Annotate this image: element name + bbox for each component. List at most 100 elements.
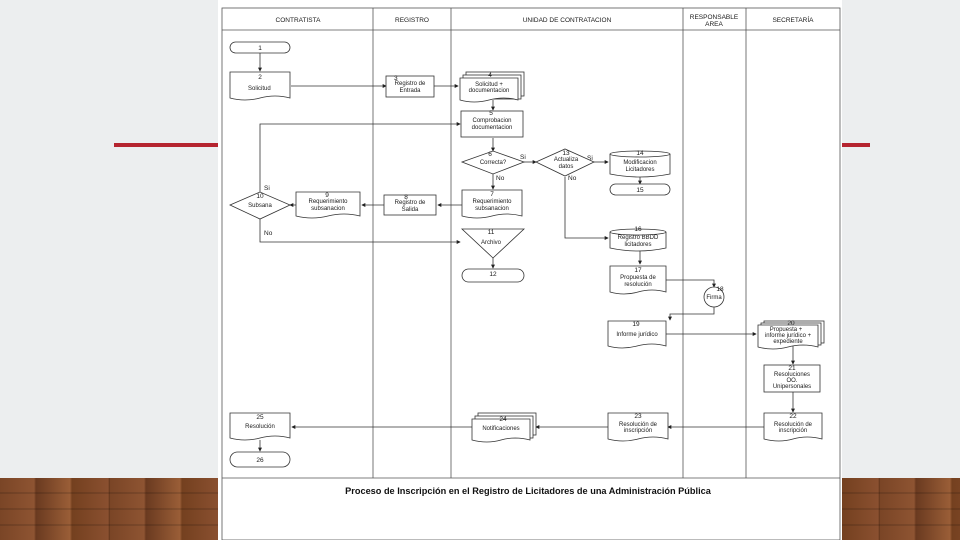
node-21-resoluciones-oo-unipersonales: 21 Resoluciones OO. Unipersonales <box>763 364 821 393</box>
edge-label-actualiza-si: Si <box>587 155 593 162</box>
svg-text:20: 20 <box>787 320 795 327</box>
edge-label-actualiza-no: No <box>568 175 577 182</box>
node-16-registro-bbdd: 16 Registro BBDD licitadores <box>609 226 667 252</box>
svg-text:documentacion: documentacion <box>472 125 513 131</box>
edge-label-subsana-si: Si <box>264 185 270 192</box>
node-12-end: 12 <box>461 268 525 283</box>
svg-text:licitadores: licitadores <box>624 242 651 248</box>
svg-text:24: 24 <box>499 416 507 423</box>
svg-text:Correcta?: Correcta? <box>480 160 507 166</box>
accent-line-left <box>114 143 218 147</box>
svg-text:Subsana: Subsana <box>248 203 272 209</box>
svg-text:2: 2 <box>258 74 262 81</box>
node-22-resolucion-inscripcion: 22 Resolución de inscripción <box>763 412 823 442</box>
connectors <box>258 53 795 452</box>
node-7-requerimiento: 7 Requerimiento subsanacion <box>461 189 523 219</box>
node-23-resolucion-inscripcion: 23 Resolución de inscripción <box>607 412 669 442</box>
lane-header-contratista: CONTRATISTA <box>276 17 322 24</box>
svg-text:Notificaciones: Notificaciones <box>482 426 519 432</box>
svg-text:Resolución de: Resolución de <box>619 422 658 428</box>
svg-text:22: 22 <box>789 413 797 420</box>
svg-text:Registro de: Registro de <box>395 81 426 87</box>
accent-line-right <box>842 143 870 147</box>
node-25-resolucion: 25 Resolución <box>229 412 291 441</box>
node-26-end: 26 <box>229 451 291 468</box>
node-5-comprobacion: 5 Comprobacion documentacion <box>460 110 524 138</box>
svg-text:15: 15 <box>636 187 644 194</box>
svg-text:inscripción: inscripción <box>624 428 652 434</box>
svg-text:Resoluciones: Resoluciones <box>774 372 810 378</box>
svg-text:14: 14 <box>636 150 644 157</box>
node-17-propuesta-resolucion: 17 Propuesta de resolución <box>609 265 667 295</box>
svg-text:12: 12 <box>489 271 497 278</box>
swimlane-frame <box>221 7 841 540</box>
node-18-firma: 18 Firma <box>703 286 725 308</box>
svg-text:datos: datos <box>559 164 574 170</box>
svg-text:Licitadores: Licitadores <box>625 167 654 173</box>
flowchart-image: CONTRATISTA REGISTRO UNIDAD DE CONTRATAC… <box>218 0 842 540</box>
node-6-correcta-decision: 6 Correcta? <box>460 150 526 175</box>
svg-text:resolución: resolución <box>624 282 651 288</box>
svg-text:13: 13 <box>562 150 570 157</box>
svg-text:documentacion: documentacion <box>469 88 510 94</box>
svg-text:3: 3 <box>394 75 398 82</box>
svg-text:Firma: Firma <box>706 295 722 301</box>
svg-text:Propuesta de: Propuesta de <box>620 275 656 281</box>
svg-text:11: 11 <box>488 229 495 236</box>
svg-text:Solicitud: Solicitud <box>248 86 271 92</box>
lane-header-responsable: RESPONSABLE <box>690 14 739 21</box>
svg-text:Solicitud +: Solicitud + <box>475 82 503 88</box>
svg-text:23: 23 <box>634 413 642 420</box>
svg-text:21: 21 <box>788 365 796 372</box>
svg-text:5: 5 <box>489 110 493 117</box>
node-13-actualiza-datos-decision: 13 Actualiza datos <box>535 148 595 177</box>
svg-text:Actualiza: Actualiza <box>554 157 579 163</box>
svg-text:8: 8 <box>404 194 408 201</box>
svg-text:18: 18 <box>716 286 724 293</box>
svg-text:Modificacion: Modificacion <box>623 160 656 166</box>
svg-text:9: 9 <box>325 192 329 199</box>
svg-text:16: 16 <box>634 226 642 233</box>
svg-text:Comprobacion: Comprobacion <box>472 118 511 124</box>
svg-text:expediente: expediente <box>773 339 803 345</box>
edge-label-subsana-no: No <box>264 230 273 237</box>
svg-text:Registro de: Registro de <box>395 200 426 206</box>
svg-text:Archivo: Archivo <box>481 240 502 246</box>
svg-text:17: 17 <box>634 267 642 274</box>
node-19-informe-juridico: 19 Informe jurídico <box>607 320 667 349</box>
lane-header-unidad: UNIDAD DE CONTRATACION <box>523 17 612 24</box>
svg-text:Requerimiento: Requerimiento <box>308 199 348 205</box>
svg-text:Unipersonales: Unipersonales <box>773 384 811 390</box>
svg-text:Registro BBDD: Registro BBDD <box>618 235 659 241</box>
node-2-solicitud: 2 Solicitud <box>229 71 291 101</box>
svg-text:subsanacion: subsanacion <box>475 206 509 212</box>
node-20-propuesta-expediente: 20 Propuesta + informe jurídico + expedi… <box>757 320 825 350</box>
edge-label-correcta-si: Si <box>520 154 526 161</box>
svg-text:7: 7 <box>490 191 494 198</box>
lane-header-registro: REGISTRO <box>395 17 429 24</box>
node-15-end: 15 <box>609 183 671 196</box>
svg-text:informe jurídico +: informe jurídico + <box>765 333 812 339</box>
node-8-registro-salida: 8 Registro de Salida <box>383 194 437 216</box>
svg-text:Salida: Salida <box>402 207 419 213</box>
svg-text:Requerimiento: Requerimiento <box>472 199 512 205</box>
node-1-start: 1 <box>229 41 291 54</box>
svg-text:1: 1 <box>258 45 262 52</box>
node-24-notificaciones: 24 Notificaciones <box>471 412 537 443</box>
node-11-archivo: 11 Archivo <box>460 228 526 259</box>
svg-text:4: 4 <box>488 72 492 79</box>
node-9-requerimiento: 9 Requerimiento subsanacion <box>295 191 361 219</box>
svg-text:Informe jurídico: Informe jurídico <box>616 332 658 338</box>
svg-text:26: 26 <box>256 457 264 464</box>
lane-header-secretaria: SECRETARÍA <box>772 15 814 24</box>
flowchart-svg: CONTRATISTA REGISTRO UNIDAD DE CONTRATAC… <box>221 7 841 540</box>
edge-label-correcta-no: No <box>496 175 505 182</box>
svg-text:Resolución de: Resolución de <box>774 422 813 428</box>
svg-text:Entrada: Entrada <box>399 88 421 94</box>
svg-text:25: 25 <box>256 414 264 421</box>
node-4-solicitud-documentacion: 4 Solicitud + documentacion <box>459 71 525 103</box>
svg-text:OO.: OO. <box>786 378 797 384</box>
svg-text:6: 6 <box>488 151 492 158</box>
node-3-registro-entrada: 3 Registro de Entrada <box>385 75 435 98</box>
